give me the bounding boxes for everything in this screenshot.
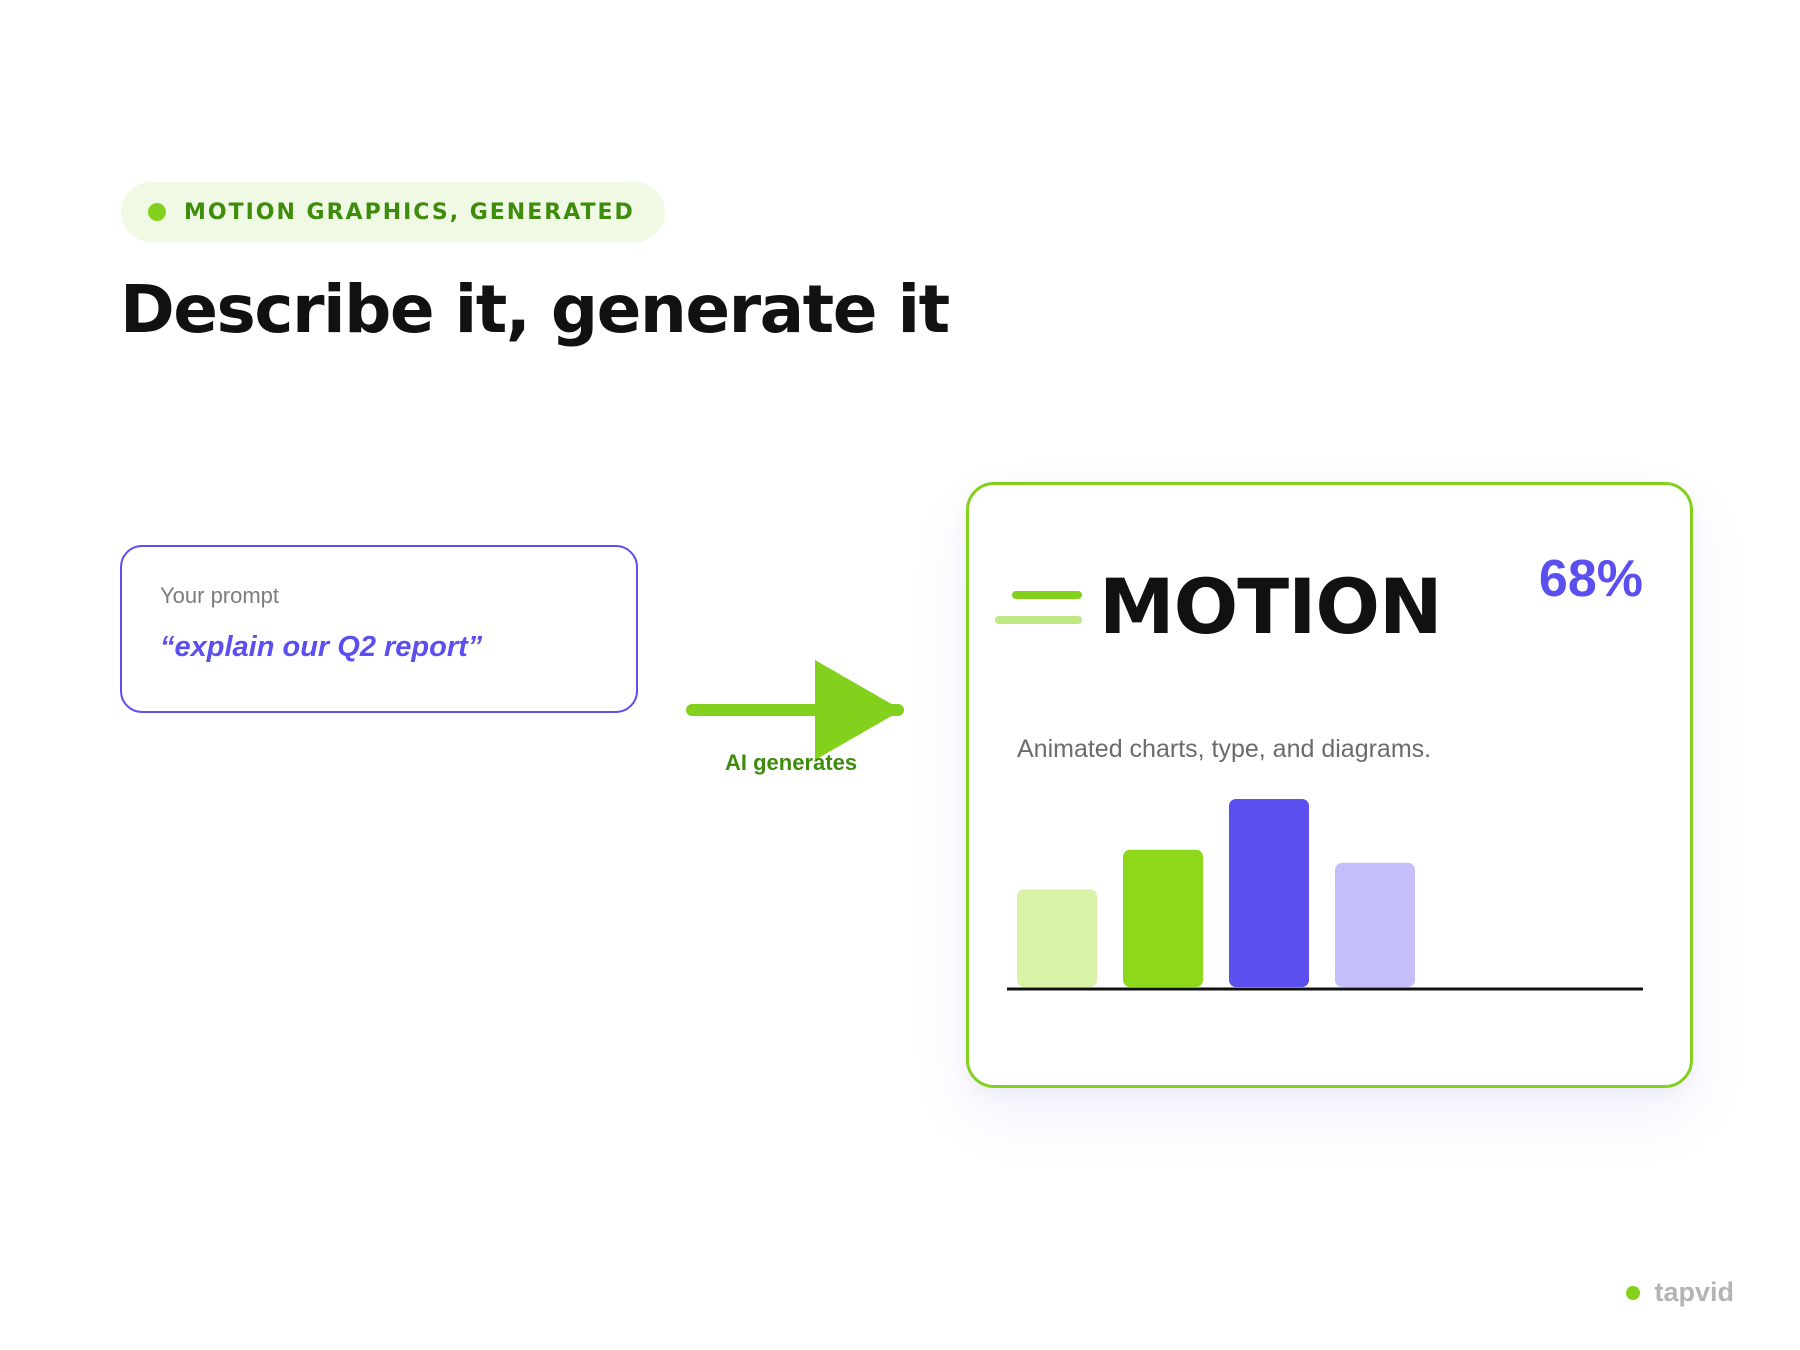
chart-bar-4 — [1335, 862, 1415, 987]
prompt-text: “explain our Q2 report” — [160, 631, 483, 663]
motion-lines-icon — [995, 591, 1082, 624]
bar-chart — [1007, 799, 1643, 991]
output-title: MOTION — [1099, 562, 1443, 651]
eyebrow-pill: MOTION GRAPHICS, GENERATED — [121, 182, 665, 242]
prompt-label: Your prompt — [160, 583, 280, 608]
page-title: Describe it, generate it — [120, 271, 950, 348]
output-card: MOTION 68% Animated charts, type, and di… — [966, 482, 1693, 1088]
brand-dot-icon — [1626, 1285, 1641, 1300]
arrow-label: AI generates — [725, 750, 858, 775]
arrow-right-icon — [686, 660, 904, 760]
brand-mark: tapvid — [1626, 1277, 1734, 1308]
chart-bar-2 — [1123, 849, 1203, 987]
eyebrow-dot-icon — [148, 203, 166, 221]
output-subtitle: Animated charts, type, and diagrams. — [1017, 735, 1432, 763]
prompt-card: Your prompt “explain our Q2 report” — [120, 545, 638, 713]
chart-bar-3 — [1229, 799, 1309, 987]
eyebrow-label: MOTION GRAPHICS, GENERATED — [184, 199, 635, 225]
stat-value: 68% — [1538, 550, 1643, 608]
brand-name: tapvid — [1654, 1277, 1734, 1307]
chart-bar-1 — [1017, 889, 1097, 987]
